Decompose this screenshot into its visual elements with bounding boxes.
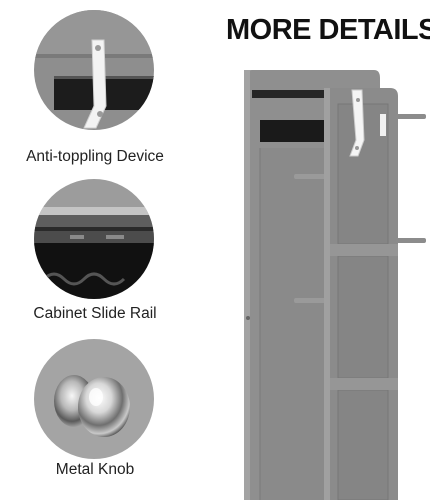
metal-knob-closeup-image	[34, 339, 154, 459]
cabinet-product-image	[230, 70, 430, 500]
page-title: MORE DETAILS	[226, 14, 430, 46]
feature-label: Anti-toppling Device	[26, 148, 164, 165]
slide-rail-closeup-image	[34, 179, 154, 299]
feature-anti-toppling: Anti-toppling Device	[0, 10, 190, 180]
anti-toppling-closeup-image	[34, 10, 154, 130]
feature-label: Cabinet Slide Rail	[33, 305, 157, 322]
feature-metal-knob: Metal Knob	[0, 335, 190, 495]
feature-label: Metal Knob	[55, 461, 135, 478]
feature-slide-rail: Cabinet Slide Rail	[0, 175, 190, 335]
